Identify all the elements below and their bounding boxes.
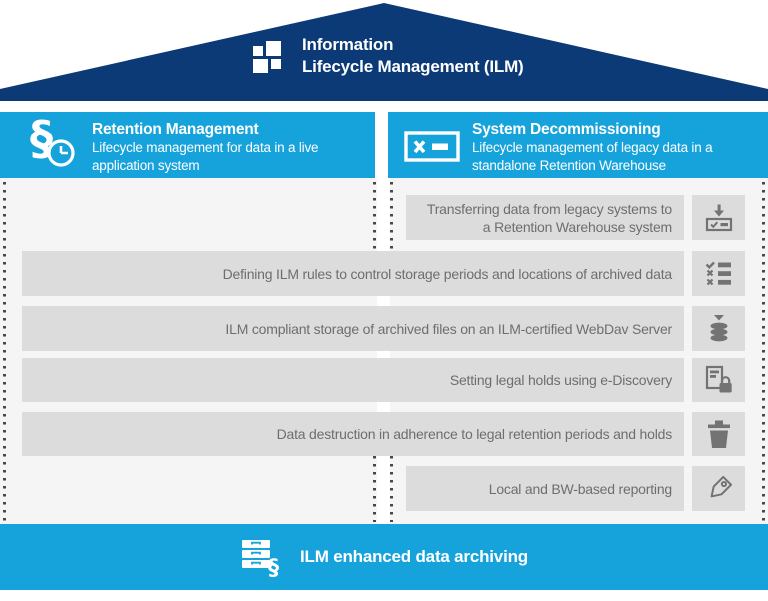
- ilm-enhanced-archiving-bar: § ILM enhanced data archiving: [0, 524, 768, 590]
- archive-drawers-icon: §: [242, 540, 279, 578]
- roof-content: Information Lifecycle Management (ILM): [250, 34, 524, 78]
- retention-management-title: Retention Management: [92, 121, 259, 138]
- clock-icon: [47, 139, 75, 167]
- row-setting-legal-holds: Setting legal holds using e-Discovery: [22, 358, 684, 402]
- roof-title: Information Lifecycle Management (ILM): [302, 34, 524, 78]
- row-label: Defining ILM rules to control storage pe…: [222, 265, 673, 282]
- row-label: Setting legal holds using e-Discovery: [449, 372, 672, 388]
- decommissioned-system-icon: [404, 131, 460, 162]
- column-gap: [377, 178, 390, 524]
- tag-icon: [692, 466, 745, 511]
- rules-checklist-icon: [692, 251, 745, 296]
- system-decommissioning-header: System Decommissioning Lifecycle managem…: [388, 112, 768, 178]
- row-label: Data destruction in adherence to legal r…: [276, 426, 673, 442]
- footer-label: ILM enhanced data archiving: [300, 547, 528, 566]
- trash-icon: [692, 412, 745, 456]
- transfer-download-icon: [692, 195, 745, 240]
- system-decommissioning-subtitle: Lifecycle management of legacy data in a…: [472, 140, 713, 173]
- dotted-border-left: [3, 182, 6, 522]
- dotted-border-mid-right-bottom: [390, 456, 393, 522]
- row-transferring-data: Transferring data from legacy systems to…: [406, 195, 684, 240]
- retention-management-header: § Retention Management Lifecycle managem…: [0, 112, 375, 178]
- roof-title-line2: Lifecycle Management (ILM): [302, 57, 524, 76]
- row-ilm-compliant-storage: ILM compliant storage of archived files …: [22, 306, 684, 351]
- row-label: Transferring data from legacy systems to…: [426, 200, 672, 235]
- legal-hold-lock-icon: [692, 358, 745, 402]
- dotted-border-mid-left-bottom: [373, 456, 376, 522]
- system-decommissioning-text: System Decommissioning Lifecycle managem…: [472, 120, 764, 175]
- dotted-border-right: [762, 182, 765, 522]
- row-data-destruction: Data destruction in adherence to legal r…: [22, 412, 684, 456]
- row-defining-ilm-rules: Defining ILM rules to control storage pe…: [22, 251, 684, 296]
- roof-shape: [0, 3, 768, 101]
- system-decommissioning-title: System Decommissioning: [472, 121, 661, 138]
- row-local-bw-reporting: Local and BW-based reporting: [406, 466, 684, 511]
- dotted-border-mid-left-top: [373, 182, 376, 250]
- retention-management-text: Retention Management Lifecycle managemen…: [92, 120, 368, 175]
- database-storage-icon: [692, 306, 745, 351]
- squares-grid-icon: [253, 41, 281, 73]
- dotted-border-mid-right-top: [390, 182, 393, 250]
- svg-text:§: §: [268, 556, 279, 578]
- row-label: ILM compliant storage of archived files …: [225, 320, 672, 337]
- retention-management-subtitle: Lifecycle management for data in a live …: [92, 140, 319, 173]
- roof-title-line1: Information: [302, 35, 394, 54]
- paragraph-clock-icon: §: [26, 112, 80, 172]
- row-label: Local and BW-based reporting: [488, 480, 672, 497]
